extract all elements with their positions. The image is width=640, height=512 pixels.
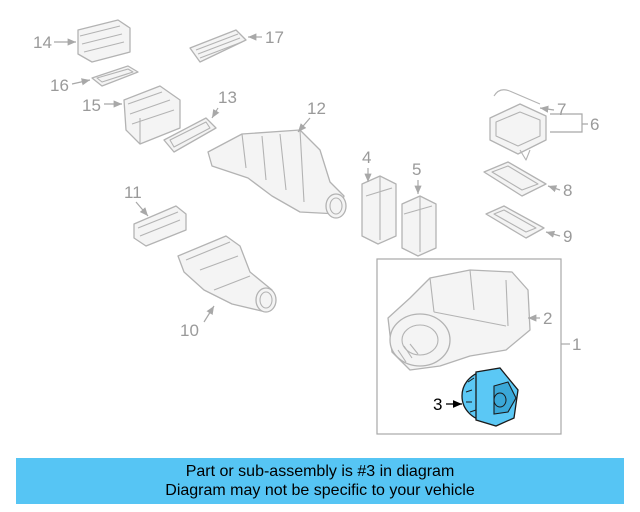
part-13-gasket[interactable]	[163, 117, 217, 153]
callout-14[interactable]: 14	[33, 33, 52, 52]
callout-9[interactable]: 9	[563, 227, 572, 246]
part-10-duct[interactable]	[177, 235, 277, 313]
callout-5[interactable]: 5	[412, 160, 421, 179]
callout-2[interactable]: 2	[543, 309, 552, 328]
info-banner: Part or sub-assembly is #3 in diagram Di…	[16, 458, 624, 504]
assembly-box	[376, 258, 562, 435]
part-12-main-duct[interactable]	[207, 129, 347, 219]
callout-8[interactable]: 8	[563, 181, 572, 200]
callout-6[interactable]: 6	[590, 115, 599, 134]
callout-13[interactable]: 13	[218, 88, 237, 107]
callout-15[interactable]: 15	[82, 96, 101, 115]
part-6-door-assembly[interactable]	[489, 89, 547, 161]
banner-line-2: Diagram may not be specific to your vehi…	[165, 482, 475, 499]
callout-16[interactable]: 16	[50, 76, 69, 95]
part-4-resistor[interactable]	[361, 175, 397, 245]
callout-1[interactable]: 1	[572, 335, 581, 354]
callout-11[interactable]: 11	[124, 183, 142, 202]
part-2-blower-housing[interactable]	[387, 269, 531, 371]
part-8-seal[interactable]	[483, 161, 547, 197]
callout-4[interactable]: 4	[362, 148, 371, 167]
callout-17[interactable]: 17	[265, 28, 284, 47]
part-5-filter[interactable]	[401, 195, 437, 257]
part-17-filter[interactable]	[189, 29, 247, 63]
callout-10[interactable]: 10	[180, 321, 199, 340]
part-3-blower-motor[interactable]	[461, 367, 519, 427]
part-16-gasket[interactable]	[91, 65, 139, 87]
part-11-duct[interactable]	[133, 205, 187, 247]
part-15-duct[interactable]	[123, 85, 181, 145]
parts-diagram: 14 16 15 17 13 12 11	[33, 19, 599, 435]
callout-12[interactable]: 12	[307, 99, 326, 118]
part-14-duct[interactable]	[77, 19, 131, 63]
callout-7[interactable]: 7	[557, 100, 566, 119]
part-9-gasket[interactable]	[485, 205, 545, 239]
banner-line-1: Part or sub-assembly is #3 in diagram	[185, 463, 455, 480]
callout-3[interactable]: 3	[433, 395, 442, 414]
